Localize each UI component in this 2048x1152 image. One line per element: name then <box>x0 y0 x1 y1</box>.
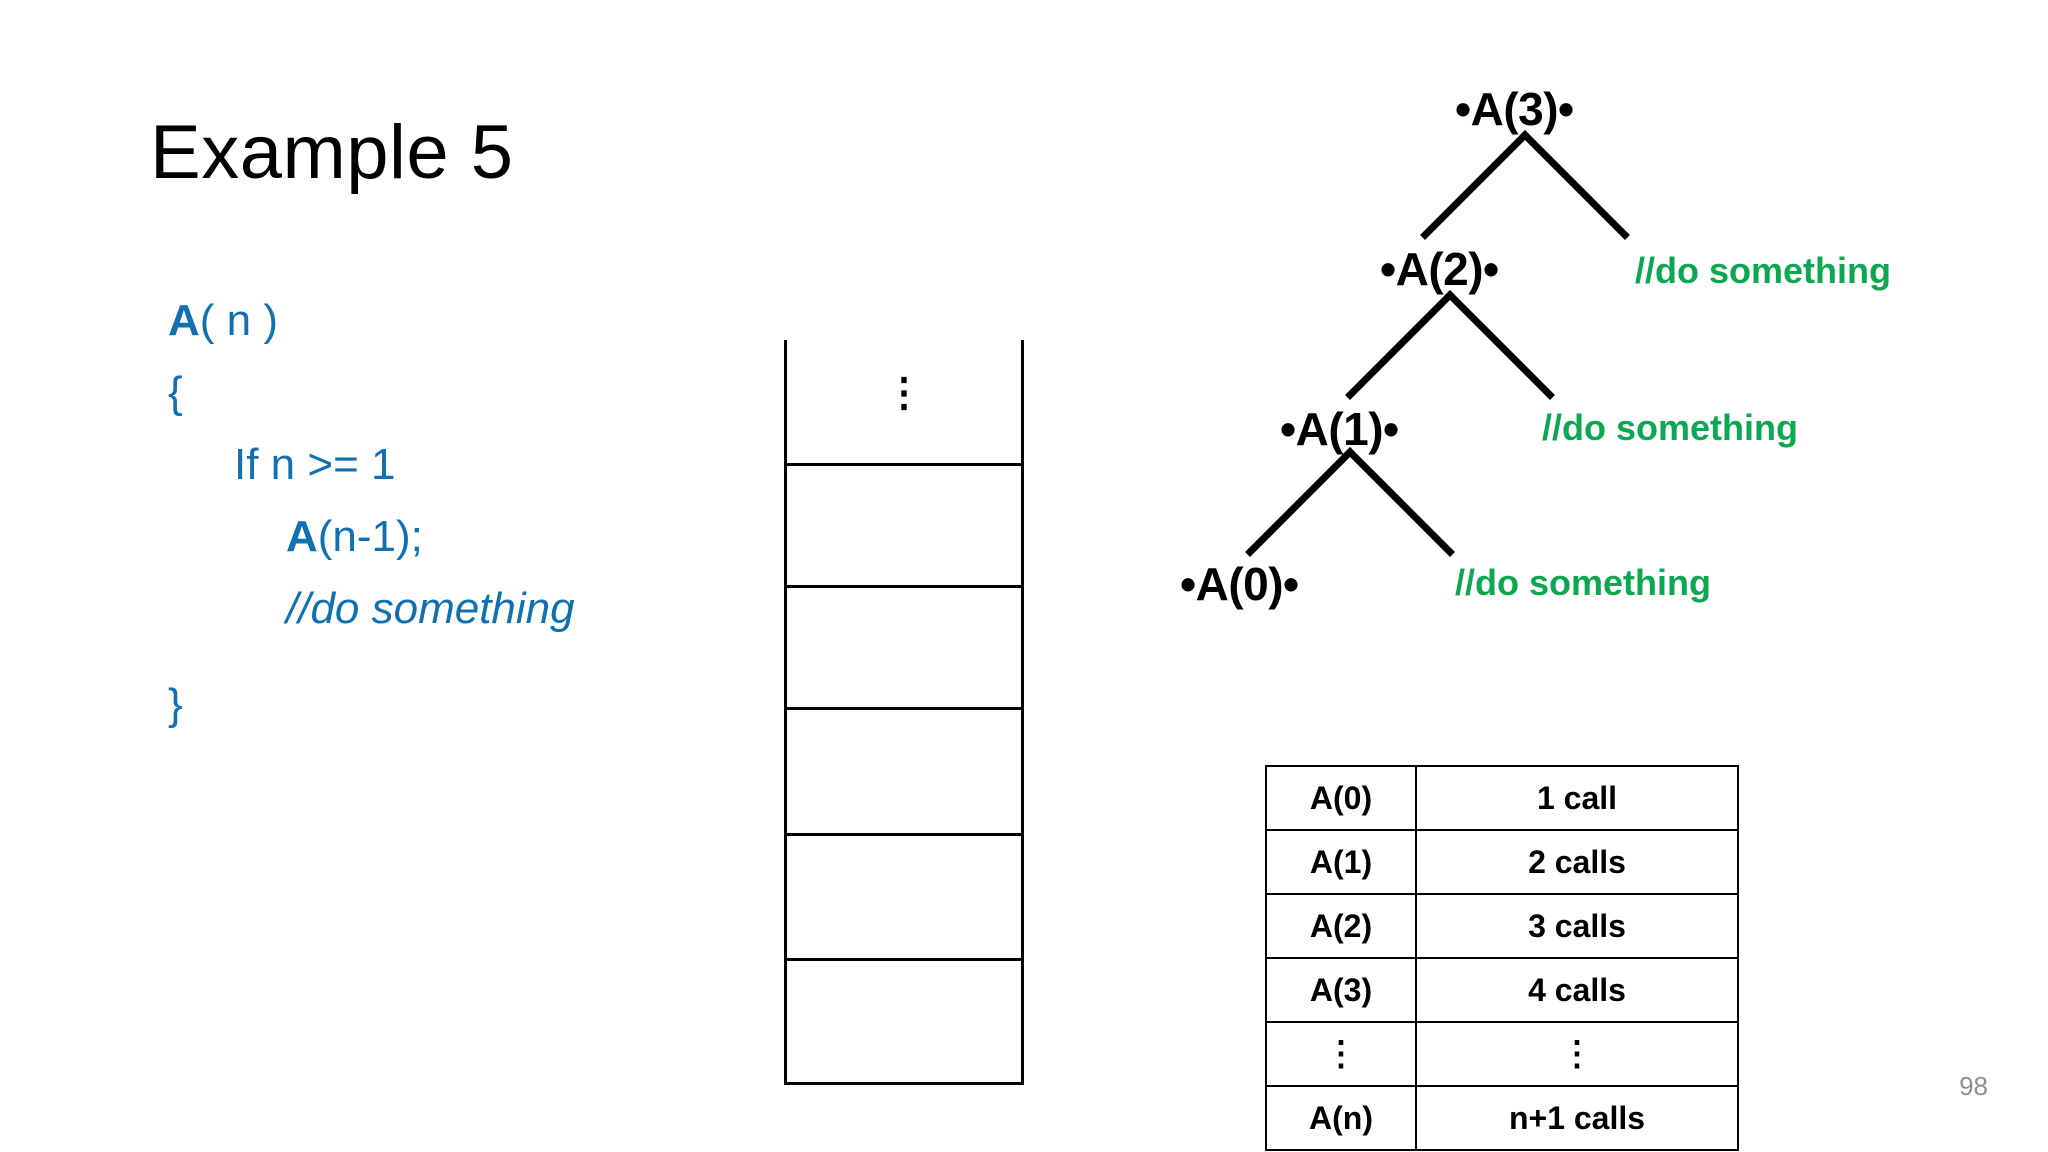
code-open-brace: { <box>168 368 183 418</box>
call-stack-divider-1 <box>784 463 1024 466</box>
table-cell-label: A(n) <box>1265 1085 1417 1151</box>
code-line-signature: A( n ) <box>168 285 728 357</box>
table-row: ⋮ ⋮ <box>1265 1021 1739 1087</box>
code-line-close-brace: } <box>168 669 728 741</box>
table-cell-value-ellipsis: ⋮ <box>1415 1021 1739 1087</box>
table-row: A(n) n+1 calls <box>1265 1085 1739 1151</box>
tree-node-a0: •A(0)• <box>1180 558 1299 610</box>
table-row: A(1) 2 calls <box>1265 829 1739 895</box>
code-comment: //do something <box>286 584 575 634</box>
call-stack-bottom-edge <box>784 1082 1024 1085</box>
tree-node-a3: •A(3)• <box>1455 83 1574 135</box>
table-cell-value: 1 call <box>1415 765 1739 831</box>
code-fn-name: A <box>168 296 200 346</box>
call-stack-divider-4 <box>784 833 1024 836</box>
table-cell-value: 4 calls <box>1415 957 1739 1023</box>
edge-a2-left <box>1345 290 1455 400</box>
tree-note-a0: //do something <box>1455 562 1711 603</box>
call-stack-divider-5 <box>784 958 1024 961</box>
code-line-comment: //do something <box>168 573 728 645</box>
tree-node-a2: •A(2)• <box>1380 243 1499 295</box>
edge-a3-left <box>1420 130 1530 240</box>
tree-node-a1: •A(1)• <box>1280 403 1399 455</box>
table-cell-value: 3 calls <box>1415 893 1739 959</box>
call-stack-right-wall <box>1021 340 1024 1085</box>
call-stack-ellipsis: ⋮ <box>884 371 924 415</box>
recursion-tree-diagram: •A(3)• •A(2)• //do something •A(1)• //do… <box>1080 40 1980 760</box>
edge-a1-left <box>1245 447 1355 557</box>
code-recursive-fn-name: A <box>286 512 318 562</box>
call-stack-left-wall <box>784 340 787 1085</box>
code-line-recursive-call: A(n-1); <box>168 501 728 573</box>
table-cell-label: A(0) <box>1265 765 1417 831</box>
call-stack-divider-3 <box>784 707 1024 710</box>
table-cell-label: A(3) <box>1265 957 1417 1023</box>
pseudocode-block: A( n ) { If n >= 1 A(n-1); //do somethin… <box>168 285 728 741</box>
table-cell-value: n+1 calls <box>1415 1085 1739 1151</box>
code-line-open-brace: { <box>168 357 728 429</box>
page-title: Example 5 <box>150 110 514 195</box>
edge-a2-right <box>1445 290 1555 400</box>
code-close-brace: } <box>168 680 183 730</box>
page-number: 98 <box>1959 1071 1988 1101</box>
code-recursive-args: (n-1); <box>317 512 423 562</box>
edge-a3-right <box>1520 130 1630 240</box>
tree-note-a1: //do something <box>1542 407 1798 448</box>
table-cell-label-ellipsis: ⋮ <box>1265 1021 1417 1087</box>
calls-count-table: A(0) 1 call A(1) 2 calls A(2) 3 calls A(… <box>1265 765 1739 1151</box>
table-cell-label: A(2) <box>1265 893 1417 959</box>
table-row: A(0) 1 call <box>1265 765 1739 831</box>
tree-note-a2: //do something <box>1635 250 1891 291</box>
code-line-if: If n >= 1 <box>168 429 728 501</box>
table-cell-value: 2 calls <box>1415 829 1739 895</box>
code-if-condition: If n >= 1 <box>234 440 396 490</box>
table-row: A(3) 4 calls <box>1265 957 1739 1023</box>
call-stack-diagram: ⋮ <box>784 340 1024 1085</box>
call-stack-divider-2 <box>784 585 1024 588</box>
code-signature-args: ( n ) <box>199 296 279 346</box>
table-row: A(2) 3 calls <box>1265 893 1739 959</box>
table-cell-label: A(1) <box>1265 829 1417 895</box>
edge-a1-right <box>1345 447 1455 557</box>
recursion-tree-edges <box>1245 130 1630 557</box>
